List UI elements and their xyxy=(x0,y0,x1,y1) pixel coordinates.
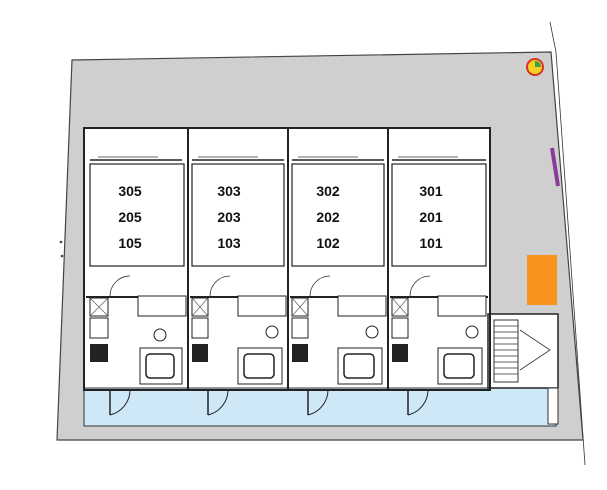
boundary-dot xyxy=(60,254,64,258)
unit-label: 205 xyxy=(118,209,142,225)
orange-block xyxy=(527,255,557,305)
sink-icon xyxy=(153,328,167,342)
interior-door-swings xyxy=(109,275,431,297)
unit-col-3 xyxy=(287,127,389,416)
stair-icon xyxy=(487,313,559,425)
unit-col-1 xyxy=(83,127,189,416)
sink-icon xyxy=(465,325,479,339)
unit-label: 202 xyxy=(316,209,340,225)
boundary-dot xyxy=(59,240,63,244)
site-boundary-line xyxy=(549,21,586,466)
unit-label: 105 xyxy=(118,235,142,251)
unit-label: 302 xyxy=(316,183,340,199)
door-swing-icon xyxy=(307,389,329,416)
unit-label: 103 xyxy=(217,235,241,251)
purple-marker xyxy=(550,147,560,187)
sink-icon xyxy=(365,325,379,339)
sink-icon xyxy=(265,325,279,339)
corridor xyxy=(83,387,557,427)
unit-label: 101 xyxy=(419,235,443,251)
door-swing-icon xyxy=(207,389,229,416)
unit-col-2 xyxy=(187,127,289,416)
unit-label: 305 xyxy=(118,183,142,199)
site-marker-icon xyxy=(526,58,544,76)
unit-label: 203 xyxy=(217,209,241,225)
unit-label: 301 xyxy=(419,183,443,199)
unit-label: 303 xyxy=(217,183,241,199)
door-swing-icon xyxy=(407,389,429,416)
unit-label: 201 xyxy=(419,209,443,225)
unit-col-4 xyxy=(387,127,491,416)
unit-label: 102 xyxy=(316,235,340,251)
unit-labels: 305 205 105 303 203 103 302 202 102 301 … xyxy=(118,183,443,251)
door-swing-icon xyxy=(109,389,131,416)
